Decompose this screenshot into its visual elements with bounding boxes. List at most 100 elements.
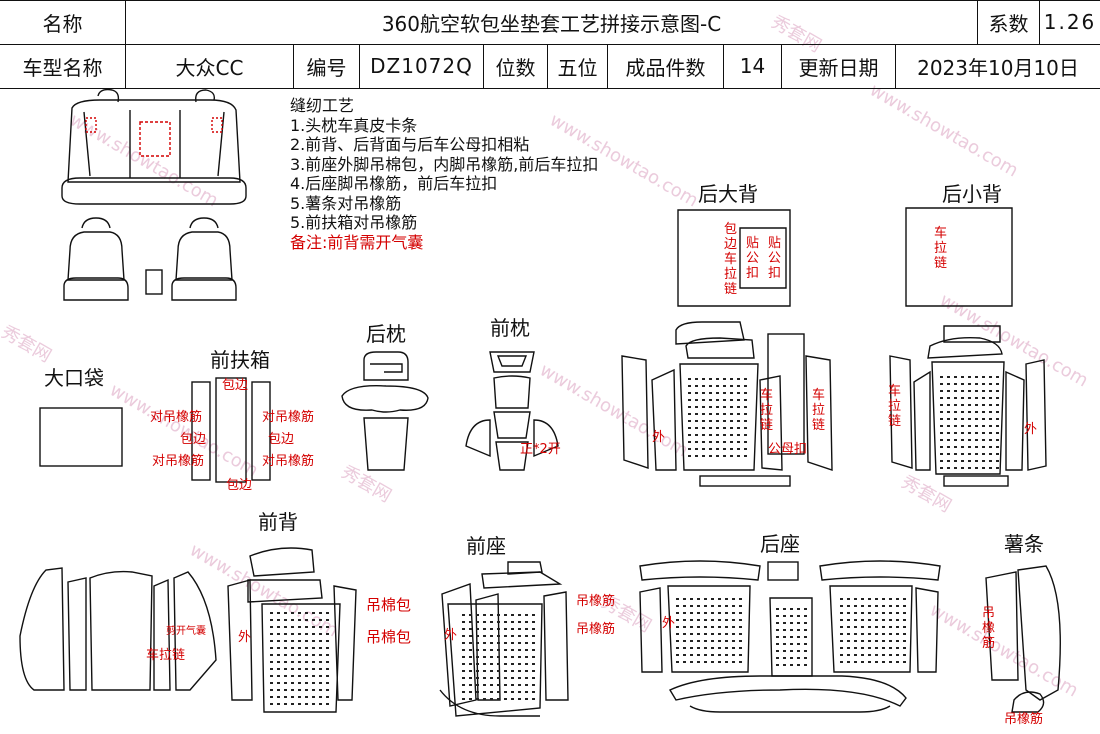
perforation-dot (532, 635, 535, 637)
perforation-dot (940, 453, 943, 455)
perforation-dot (982, 446, 985, 448)
perforation-dot (704, 654, 707, 656)
perforation-dot (903, 654, 906, 656)
perforation-dot (312, 675, 315, 677)
perforation-dot (326, 647, 329, 649)
perforation-dot (840, 640, 843, 642)
perforation-dot (947, 383, 950, 385)
perforation-dot (291, 668, 294, 670)
perforation-dot (725, 633, 728, 635)
perforation-dot (847, 598, 850, 600)
perforation-dot (737, 385, 740, 387)
perforation-dot (326, 640, 329, 642)
perforation-dot (989, 411, 992, 413)
perforation-dot (312, 696, 315, 698)
perforation-dot (889, 626, 892, 628)
perforation-dot (723, 392, 726, 394)
perforation-dot (744, 448, 747, 450)
perforation-dot (326, 654, 329, 656)
perforation-dot (797, 622, 800, 624)
perforation-dot (854, 612, 857, 614)
perforation-dot (462, 656, 465, 658)
perforation-dot (954, 425, 957, 427)
perforation-dot (737, 420, 740, 422)
perforation-dot (511, 663, 514, 665)
perforation-dot (277, 612, 280, 614)
perforation-dot (284, 640, 287, 642)
perforation-dot (319, 703, 322, 705)
perforation-dot (947, 376, 950, 378)
perforation-dot (683, 612, 686, 614)
perforation-dot (840, 598, 843, 600)
perforation-dot (676, 640, 679, 642)
perforation-dot (868, 619, 871, 621)
perforation-dot (797, 657, 800, 659)
perforation-dot (961, 411, 964, 413)
perforation-dot (697, 612, 700, 614)
perforation-dot (518, 698, 521, 700)
perforation-dot (847, 661, 850, 663)
perforation-dot (709, 399, 712, 401)
perforation-dot (676, 619, 679, 621)
perforation-dot (476, 656, 479, 658)
perforation-dot (291, 675, 294, 677)
perforation-dot (277, 647, 280, 649)
perforation-dot (469, 677, 472, 679)
perforation-dot (989, 446, 992, 448)
perforation-dot (518, 656, 521, 658)
perforation-dot (730, 427, 733, 429)
perforation-dot (497, 649, 500, 651)
perforation-dot (982, 397, 985, 399)
perforation-dot (284, 633, 287, 635)
perforation-dot (732, 633, 735, 635)
perforation-dot (532, 628, 535, 630)
perforation-dot (532, 656, 535, 658)
perforation-dot (737, 455, 740, 457)
perforation-dot (291, 703, 294, 705)
perforation-dot (476, 684, 479, 686)
perforation-dot (469, 621, 472, 623)
perforation-dot (462, 684, 465, 686)
perforation-dot (896, 598, 899, 600)
perforation-dot (277, 668, 280, 670)
perforation-dot (804, 608, 807, 610)
annotation: 贴公扣 (768, 236, 782, 281)
perforation-dot (968, 425, 971, 427)
perforation-dot (462, 628, 465, 630)
perforation-dot (532, 670, 535, 672)
perforation-dot (319, 647, 322, 649)
perforation-dot (690, 661, 693, 663)
perforation-dot (804, 615, 807, 617)
perforation-dot (270, 633, 273, 635)
perforation-dot (804, 622, 807, 624)
rear-small-back-label: 后小背 (942, 182, 1002, 206)
perforation-dot (968, 467, 971, 469)
perforation-dot (711, 661, 714, 663)
perforation-dot (291, 661, 294, 663)
perforation-dot (688, 434, 691, 436)
perforation-dot (982, 460, 985, 462)
annotation: 包边 (180, 432, 207, 447)
perforation-dot (504, 663, 507, 665)
perforation-dot (462, 670, 465, 672)
perforation-dot (730, 420, 733, 422)
perforation-dot (697, 640, 700, 642)
perforation-dot (532, 663, 535, 665)
perforation-dot (868, 626, 871, 628)
perforation-dot (490, 656, 493, 658)
perforation-dot (790, 636, 793, 638)
perforation-dot (697, 626, 700, 628)
perforation-dot (525, 663, 528, 665)
perforation-dot (947, 404, 950, 406)
perforation-dot (804, 657, 807, 659)
perforation-dot (688, 427, 691, 429)
perforation-dot (270, 619, 273, 621)
perforation-dot (744, 441, 747, 443)
perforation-dot (882, 626, 885, 628)
perforation-dot (326, 675, 329, 677)
perforation-dot (975, 397, 978, 399)
perforation-dot (940, 390, 943, 392)
perforation-dot (947, 411, 950, 413)
perforation-dot (688, 448, 691, 450)
perforation-dot (737, 378, 740, 380)
